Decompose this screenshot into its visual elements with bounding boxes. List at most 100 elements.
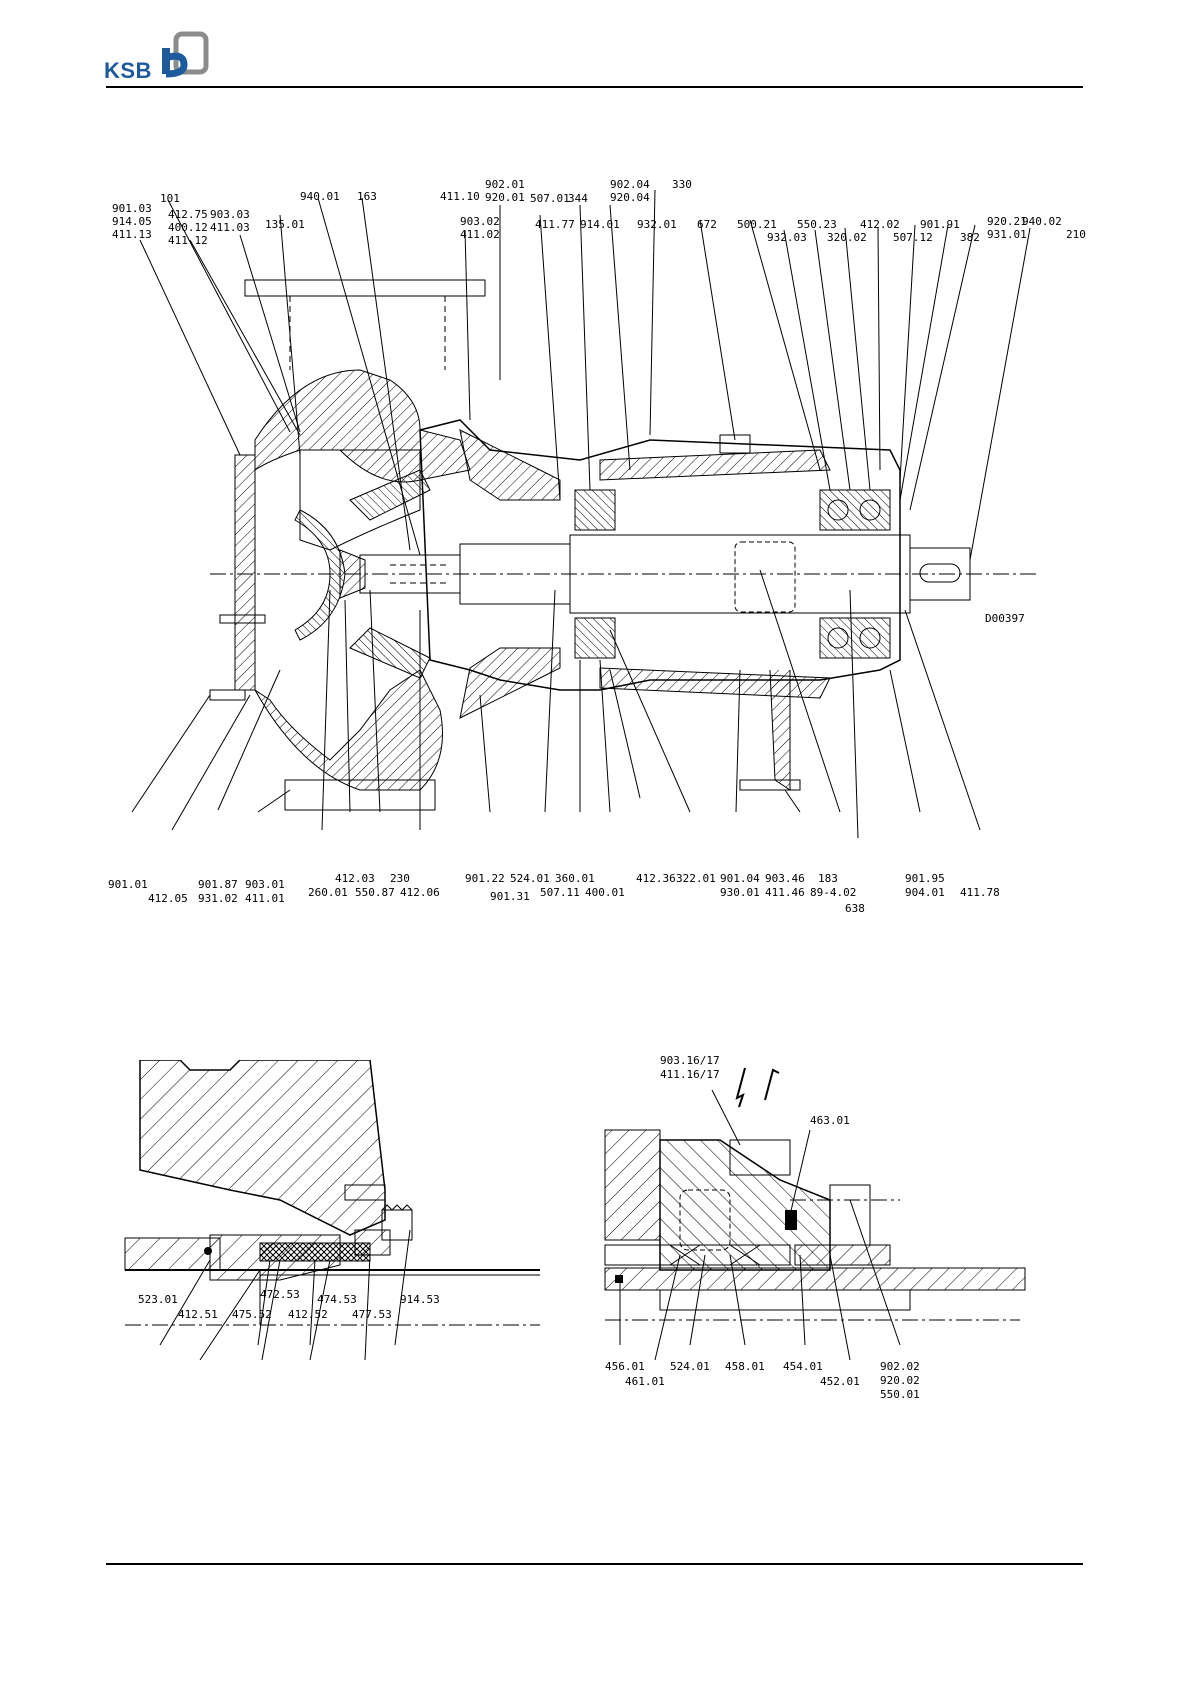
part-label: 400.01: [585, 886, 625, 899]
part-label: 931.01: [987, 228, 1027, 241]
part-label: 901.91: [920, 218, 960, 231]
impeller: [294, 469, 431, 679]
part-label: 360.01: [555, 872, 595, 885]
part-label: 412.03: [335, 872, 375, 885]
part-label: 550.87: [355, 886, 395, 899]
part-label: 920.21: [987, 215, 1027, 228]
part-label: 260.01: [308, 886, 348, 899]
drawing-number: D00397: [985, 612, 1025, 625]
leader-lines-right-detail: [619, 1089, 901, 1361]
part-label: 903.02: [460, 215, 500, 228]
discharge-nozzle: [244, 279, 486, 811]
pump-sectional-drawing: D00397: [108, 178, 1086, 915]
part-label: 901.95: [905, 872, 945, 885]
labels-top: 901.03 914.05 411.13 101 412.75 400.12 4…: [112, 178, 1086, 247]
arrow-down-icon: [735, 1067, 746, 1108]
part-label: 931.02: [198, 892, 238, 905]
bearing-bracket: [419, 419, 901, 719]
part-label: 475.52: [232, 1308, 272, 1321]
part-label: 477.53: [352, 1308, 392, 1321]
part-label: 183: [818, 872, 838, 885]
part-label: 452.01: [820, 1375, 860, 1388]
part-label: 507.11: [540, 886, 580, 899]
logo-text: KSB: [104, 58, 152, 83]
part-label: 903.46: [765, 872, 805, 885]
part-label: 914.05: [112, 215, 152, 228]
bearing-drive-side: [819, 489, 891, 659]
shaft: [359, 534, 971, 614]
labels-bottom: 901.01 412.05 901.87 931.02 903.01 411.0…: [108, 872, 1000, 915]
footer-rule: [106, 1563, 1083, 1565]
part-label: 550.23: [797, 218, 837, 231]
part-label: 411.46: [765, 886, 805, 899]
part-label: 523.01: [138, 1293, 178, 1306]
part-label: 412.06: [400, 886, 440, 899]
part-label: 210: [1066, 228, 1086, 241]
part-label: 461.01: [625, 1375, 665, 1388]
leader-lines: [139, 189, 1031, 561]
part-label: 411.01: [245, 892, 285, 905]
part-label: 411.77: [535, 218, 575, 231]
part-label: 930.01: [720, 886, 760, 899]
part-label: 902.01: [485, 178, 525, 191]
part-label: 400.12: [168, 221, 208, 234]
part-label: 932.01: [637, 218, 677, 231]
part-label: 524.01: [670, 1360, 710, 1373]
part-label: 412.75: [168, 208, 208, 221]
part-label: 903.03: [210, 208, 250, 221]
part-label: 411.12: [168, 234, 208, 247]
part-label: 901.87: [198, 878, 238, 891]
part-label: 344: [568, 192, 588, 205]
volute-casing: [209, 369, 471, 791]
part-label: 320.02: [827, 231, 867, 244]
part-label: 914.53: [400, 1293, 440, 1306]
part-label: 507.01: [530, 192, 570, 205]
part-label: 550.01: [880, 1388, 920, 1401]
part-label: 507.12: [893, 231, 933, 244]
part-label: 411.16/17: [660, 1068, 720, 1081]
part-label: 412.52: [288, 1308, 328, 1321]
part-label: 902.04: [610, 178, 650, 191]
part-label: 411.03: [210, 221, 250, 234]
leader-lines-bottom: [131, 569, 981, 839]
part-label: 901.22: [465, 872, 505, 885]
part-label: 940.02: [1022, 215, 1062, 228]
part-label: 412.02: [860, 218, 900, 231]
part-label: 412.05: [148, 892, 188, 905]
part-label: 901.04: [720, 872, 760, 885]
part-label: 901.03: [112, 202, 152, 215]
part-label: 454.01: [783, 1360, 823, 1373]
part-label: 322.01: [676, 872, 716, 885]
header-rule: [106, 86, 1083, 88]
leader-lines-left-detail: [159, 1229, 411, 1361]
part-label: 920.04: [610, 191, 650, 204]
part-label: 903.01: [245, 878, 285, 891]
bearing-foot: [719, 434, 801, 791]
detail-shaft-seal: 523.01 412.51 472.53 475.52 474.53 412.5…: [124, 1060, 540, 1361]
part-label: 412.51: [178, 1308, 218, 1321]
part-label: 940.01: [300, 190, 340, 203]
part-label: 920.01: [485, 191, 525, 204]
detail-bearing-housing: 903.16/17 411.16/17 463.01 456.01 461.01…: [604, 1054, 1026, 1401]
part-label: 135.01: [265, 218, 305, 231]
part-label: 89-4.02: [810, 886, 856, 899]
part-label: 472.53: [260, 1288, 300, 1301]
part-label: 901.01: [108, 878, 148, 891]
part-label: 230: [390, 872, 410, 885]
part-label: 411.02: [460, 228, 500, 241]
part-label: 932.03: [767, 231, 807, 244]
part-label: 463.01: [810, 1114, 850, 1127]
part-label: 330: [672, 178, 692, 191]
part-label: 412.36: [636, 872, 676, 885]
part-label: 474.53: [317, 1293, 357, 1306]
part-label: 101: [160, 192, 180, 205]
part-label: 638: [845, 902, 865, 915]
part-label: 672: [697, 218, 717, 231]
part-label: 411.10: [440, 190, 480, 203]
part-label: 920.02: [880, 1374, 920, 1387]
part-label: 456.01: [605, 1360, 645, 1373]
part-label: 163: [357, 190, 377, 203]
part-label: 901.31: [490, 890, 530, 903]
part-label: 458.01: [725, 1360, 765, 1373]
part-label: 903.16/17: [660, 1054, 720, 1067]
